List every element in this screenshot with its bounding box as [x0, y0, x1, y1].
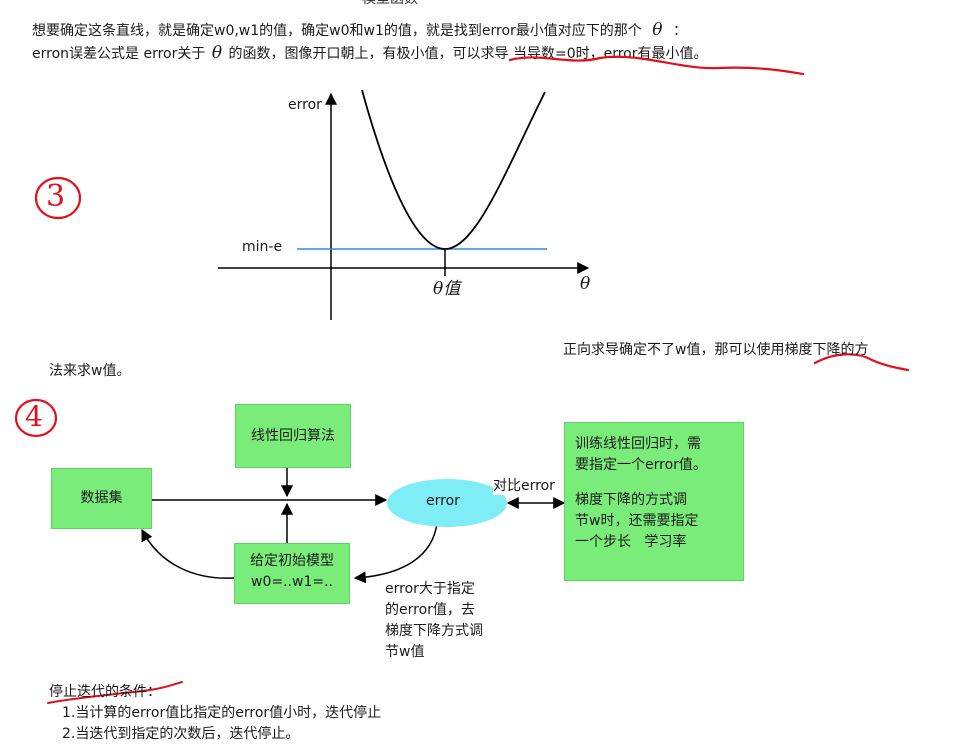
flow-connectors [141, 466, 566, 584]
red-underline-gradient [813, 353, 910, 372]
note-line-6: 一个步长 学习率 [575, 534, 687, 550]
note-box: 训练线性回归时，需 要指定一个error值。 梯度下降的方式调 节w时，还需要指… [564, 422, 744, 581]
intro-line-1-text-a: 想要确定这条直线，就是确定w0,w1的值，确定w0和w1的值，就是找到error… [32, 23, 642, 39]
init-model-line-2: w0=..w1=.. [251, 574, 333, 590]
adjust-line-1: error大于指定 [385, 581, 475, 597]
error-node-label: error [426, 493, 460, 509]
header-fragment: 模型函数 [362, 0, 418, 8]
note-line-3 [575, 476, 743, 490]
min-e-label: min-e [242, 239, 283, 255]
intro-line-1-text-b: ： [672, 23, 687, 39]
annotation-4: 4 [25, 400, 43, 433]
annotation-4-circle [14, 398, 58, 438]
parabola-curve [361, 89, 546, 250]
transition-line-2: 法来求w值。 [49, 363, 131, 379]
error-node [387, 479, 507, 527]
adjust-line-4: 节w值 [385, 644, 425, 660]
adjust-line-2: 的error值，去 [385, 602, 475, 618]
x-axis-label: θ [580, 274, 591, 294]
theta-symbol: θ [652, 20, 663, 40]
note-line-1: 训练线性回归时，需 [575, 436, 701, 452]
init-model-line-1: 给定初始模型 [250, 553, 334, 569]
theta-value-label: θ值 [433, 274, 460, 299]
adjust-note: error大于指定 的error值，去 梯度下降方式调 节w值 [385, 579, 483, 663]
algorithm-label: 线性回归算法 [251, 427, 335, 444]
intro-line-2: erron误差公式是 error关于 θ 的函数，图像开口朝上，有极小值，可以求… [32, 43, 708, 64]
intro-line-2-text-b: 的函数，图像开口朝上，有极小值，可以求导 当导数=0时，error有最小值。 [228, 46, 708, 62]
dataset-box: 数据集 [51, 468, 152, 529]
algorithm-box: 线性回归算法 [235, 404, 351, 468]
init-model-box: 给定初始模型 w0=..w1=.. [234, 543, 350, 604]
note-line-5: 节w时，还需要指定 [575, 513, 699, 529]
arrow-error-to-init [353, 522, 438, 584]
note-line-2: 要指定一个error值。 [575, 457, 707, 473]
compare-label: 对比error [493, 475, 555, 495]
dataset-label: 数据集 [80, 490, 123, 506]
intro-line-1: 想要确定这条直线，就是确定w0,w1的值，确定w0和w1的值，就是找到error… [32, 20, 687, 41]
annotation-3: 3 [46, 179, 66, 214]
intro-line-2-text-a: erron误差公式是 error关于 [32, 46, 206, 62]
stop-item-1: 1.当计算的error值比指定的error值小时，迭代停止 [62, 705, 382, 721]
adjust-line-3: 梯度下降方式调 [385, 623, 483, 639]
theta-symbol: θ [211, 43, 223, 63]
note-line-4: 梯度下降的方式调 [575, 492, 687, 508]
red-underline-intro [508, 55, 805, 76]
red-underline-stop [47, 681, 183, 704]
error-graph [218, 89, 590, 320]
annotation-3-circle [34, 176, 82, 220]
theta-value-text: θ值 [433, 279, 461, 299]
stop-title: 停止迭代的条件： [49, 684, 161, 700]
transition-line-1: 正向求导确定不了w值，那可以使用梯度下降的方 [563, 342, 869, 358]
y-axis-label: error [288, 97, 322, 113]
arrow-init-to-dataset [141, 528, 235, 579]
stop-item-2: 2.当迭代到指定的次数后，迭代停止。 [62, 726, 300, 742]
